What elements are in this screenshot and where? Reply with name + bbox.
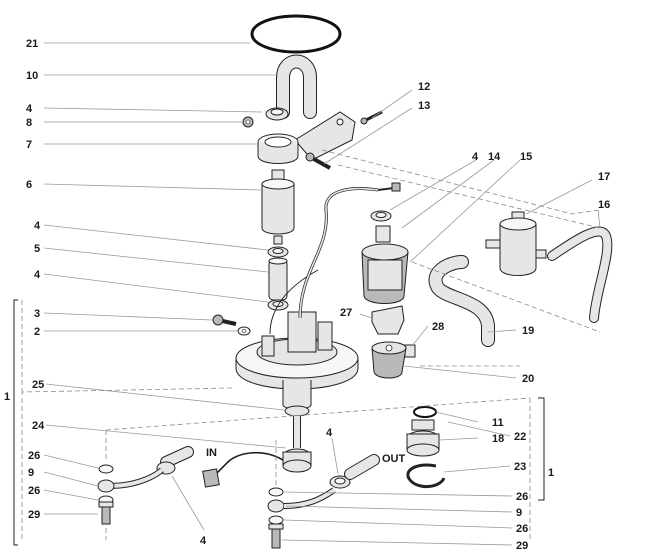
label-18: 18 — [492, 433, 504, 445]
label-16: 16 — [598, 199, 610, 211]
bracket-right — [538, 397, 545, 501]
part-19-hose — [428, 255, 495, 347]
label-4d: 4 — [200, 535, 207, 547]
part-8-nut — [242, 116, 254, 128]
leader-lines — [43, 42, 601, 546]
part-3-screw — [212, 314, 237, 326]
label-25: 25 — [32, 379, 44, 391]
label-9a: 9 — [28, 467, 34, 479]
label-21: 21 — [26, 38, 38, 50]
label-6: 6 — [26, 179, 32, 191]
label-9b: 9 — [516, 507, 522, 519]
part-5-short-hose — [268, 257, 288, 301]
part-15-fuel-pump — [361, 225, 409, 304]
label-11: 11 — [492, 417, 504, 429]
label-15: 15 — [520, 151, 532, 163]
label-out: OUT — [382, 453, 406, 465]
label-in: IN — [206, 447, 217, 459]
label-26d: 26 — [516, 523, 528, 535]
label-29a: 29 — [28, 509, 40, 521]
part-4-clamp-out — [329, 475, 351, 489]
part-4-clamp-mid — [267, 246, 289, 258]
label-8: 8 — [26, 117, 32, 129]
label-1-left: 1 — [4, 391, 10, 403]
part-23-circlip — [406, 463, 446, 488]
label-27: 27 — [340, 307, 352, 319]
part-4-clamp-top — [265, 107, 289, 121]
part-12-screw — [360, 110, 383, 125]
label-26c: 26 — [516, 491, 528, 503]
label-20: 20 — [522, 373, 534, 385]
right-fitting-group — [267, 487, 336, 549]
part-6-filter — [261, 169, 295, 245]
label-3: 3 — [34, 308, 40, 320]
label-10: 10 — [26, 70, 38, 82]
part-21-o-ring — [250, 14, 342, 54]
labels: 21 10 4 8 7 6 4 5 4 3 2 1 25 24 26 9 26 … — [4, 38, 610, 552]
label-2: 2 — [34, 326, 40, 338]
label-4a: 4 — [26, 103, 33, 115]
label-29b: 29 — [516, 540, 528, 552]
label-28: 28 — [432, 321, 444, 333]
label-1-right: 1 — [548, 467, 554, 479]
part-20-strainer — [371, 341, 407, 379]
part-7-bracket — [257, 111, 356, 164]
wire-harness — [298, 182, 401, 319]
label-17: 17 — [598, 171, 610, 183]
label-22: 22 — [514, 431, 526, 443]
label-4c: 4 — [34, 269, 41, 281]
part-10-hose — [276, 54, 317, 119]
part-28-clip — [404, 344, 416, 358]
pump-flange-base — [235, 269, 359, 417]
assembly-lines — [21, 149, 601, 540]
label-4f: 4 — [472, 151, 479, 163]
part-16-hose — [547, 226, 613, 323]
label-5: 5 — [34, 243, 40, 255]
label-23: 23 — [514, 461, 526, 473]
left-fitting-group — [97, 446, 194, 525]
label-26b: 26 — [28, 485, 40, 497]
part-24-outlet-assembly — [282, 416, 312, 473]
part-17-regulator — [485, 211, 547, 276]
label-12: 12 — [418, 81, 430, 93]
label-26a: 26 — [28, 450, 40, 462]
bracket-left — [13, 299, 18, 546]
part-27-bracket — [371, 305, 405, 335]
label-14: 14 — [488, 151, 501, 163]
label-19: 19 — [522, 325, 534, 337]
part-2-washer — [237, 326, 251, 336]
out-hose-stub — [344, 454, 380, 480]
label-4e: 4 — [326, 427, 333, 439]
label-7: 7 — [26, 139, 32, 151]
label-4b: 4 — [34, 220, 41, 232]
part-18-valve — [406, 419, 440, 457]
part-11-o-ring — [413, 406, 437, 418]
part-4-clamp-pump — [370, 210, 392, 222]
part-13-bolt — [305, 152, 331, 170]
label-24: 24 — [32, 420, 45, 432]
label-13: 13 — [418, 100, 430, 112]
